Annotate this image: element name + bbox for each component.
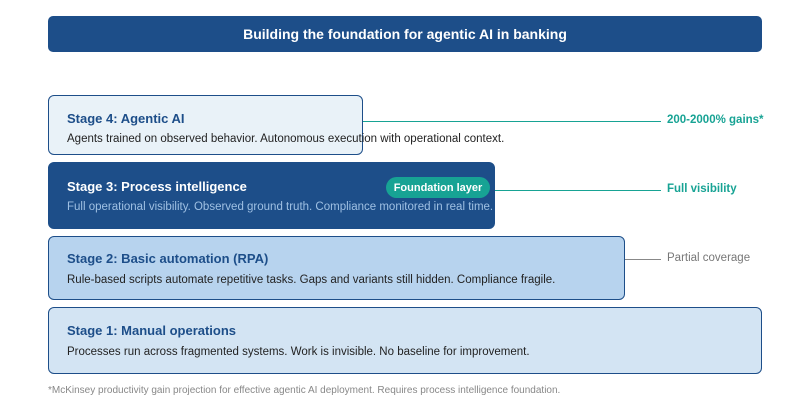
stage-3-title: Stage 3: Process intelligence — [67, 179, 247, 194]
stage-2-title: Stage 2: Basic automation (RPA) — [67, 251, 269, 266]
stage-1-box: Stage 1: Manual operations Processes run… — [48, 307, 762, 374]
stage-2-connector — [625, 259, 661, 260]
stage-3-connector — [495, 190, 661, 191]
stage-4-title: Stage 4: Agentic AI — [67, 111, 185, 126]
stage-4-box: Stage 4: Agentic AI Agents trained on ob… — [48, 95, 504, 155]
stage-2-box: Stage 2: Basic automation (RPA) Rule-bas… — [48, 236, 625, 300]
stage-1-title: Stage 1: Manual operations — [67, 323, 237, 338]
stage-4-outcome: 200-2000% gains* — [667, 114, 764, 126]
diagram-title: Building the foundation for agentic AI i… — [48, 16, 762, 52]
stage-4-connector — [363, 121, 661, 122]
stage-4-description: Agents trained on observed behavior. Aut… — [67, 133, 505, 145]
foundation-layer-badge: Foundation layer — [386, 177, 490, 198]
stage-1-description: Processes run across fragmented systems.… — [67, 346, 530, 358]
stage-3-outcome: Full visibility — [667, 183, 737, 195]
stage-2-outcome: Partial coverage — [667, 252, 751, 264]
footnote: *McKinsey productivity gain projection f… — [48, 385, 561, 396]
stage-2-description: Rule-based scripts automate repetitive t… — [67, 274, 556, 286]
stage-3-description: Full operational visibility. Observed gr… — [67, 201, 494, 213]
